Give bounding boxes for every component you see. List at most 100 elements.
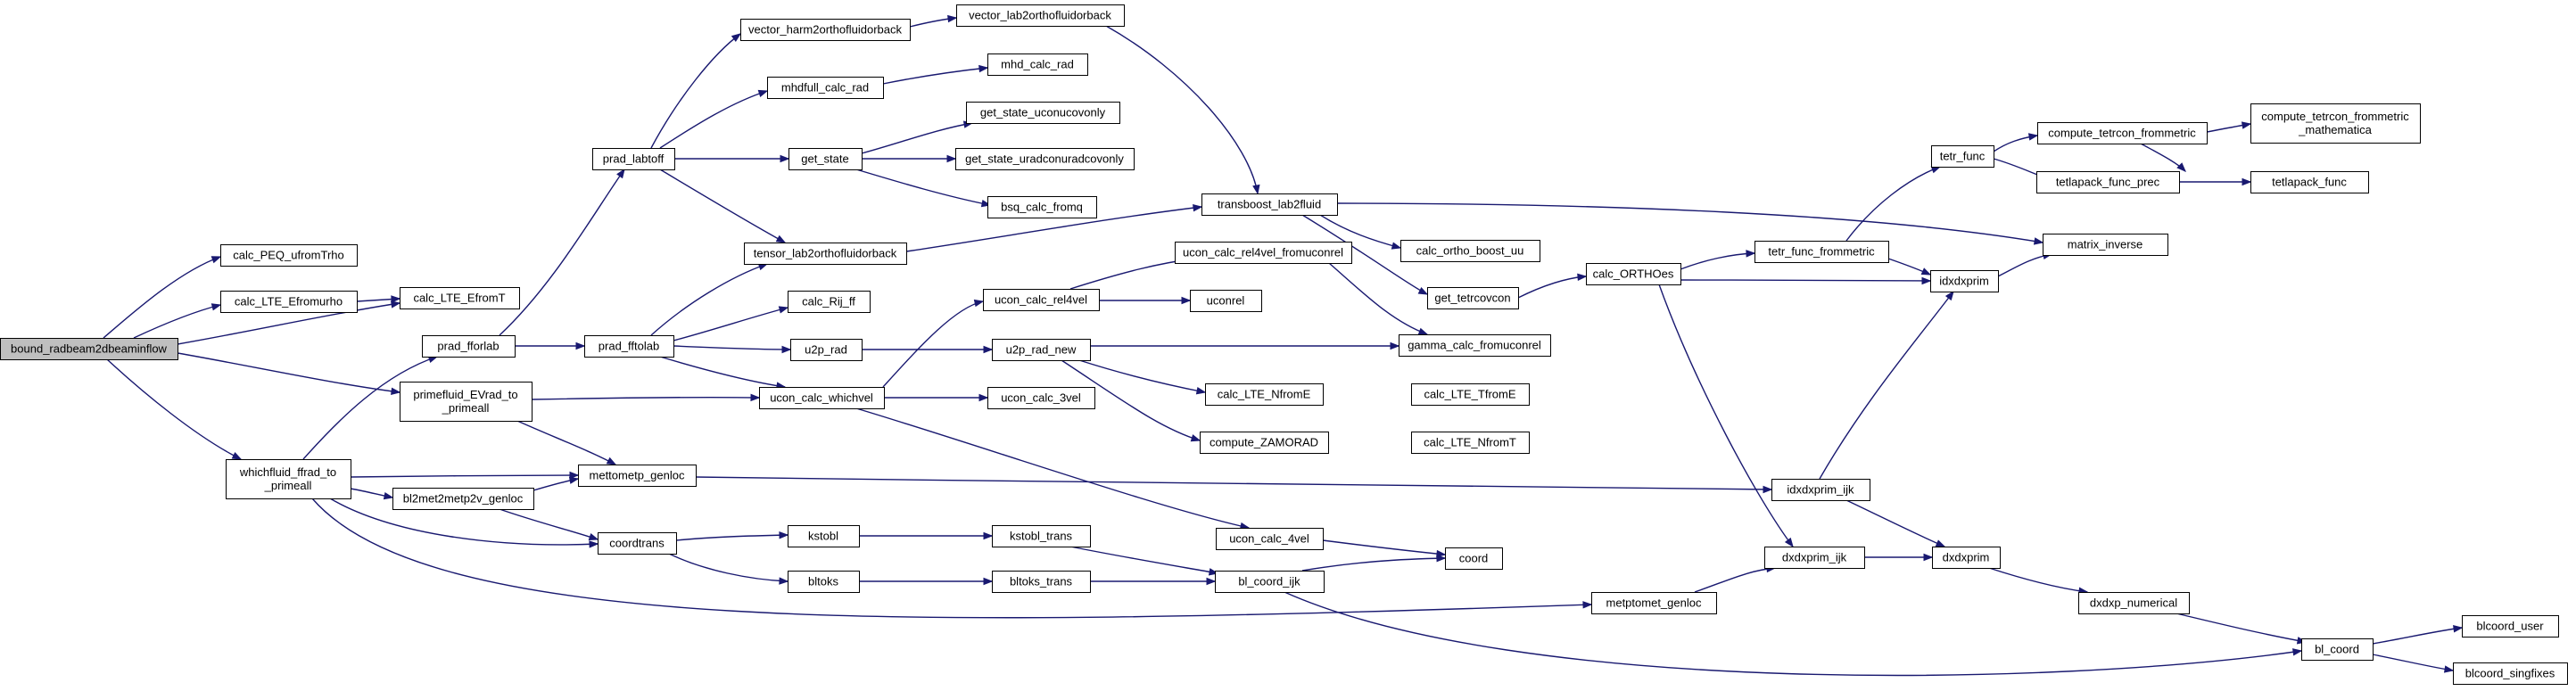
node-box: [1411, 383, 1530, 406]
node-gamma[interactable]: gamma_calc_fromuconrel: [1399, 334, 1551, 357]
node-ucon-4vel[interactable]: ucon_calc_4vel: [1216, 528, 1324, 550]
arrowhead: [1921, 276, 1932, 285]
node-bltoks-trans[interactable]: bltoks_trans: [992, 571, 1091, 593]
node-label: gamma_calc_fromuconrel: [1408, 339, 1541, 352]
node-label: bound_radbeam2dbeaminflow: [11, 342, 168, 356]
node-dxdxp-numerical[interactable]: dxdxp_numerical: [2078, 592, 2190, 614]
node-calc-peq[interactable]: calc_PEQ_ufromTrho: [220, 244, 358, 267]
arrowhead: [606, 457, 617, 465]
node-tetlapack-prec[interactable]: tetlapack_func_prec: [2036, 171, 2180, 193]
node-mhd-calc-rad[interactable]: mhd_calc_rad: [987, 53, 1088, 76]
node-label: ucon_calc_3vel: [1001, 391, 1081, 405]
node-u2p-rad[interactable]: u2p_rad: [790, 339, 863, 361]
node-blcoord-user[interactable]: blcoord_user: [2462, 615, 2559, 638]
node-bl-coord-ijk[interactable]: bl_coord_ijk: [1215, 571, 1325, 593]
edge-line: [1105, 25, 1259, 194]
node-calc-rij[interactable]: calc_Rij_ff: [788, 291, 871, 313]
node-metptomet[interactable]: metptomet_genloc: [1591, 592, 1717, 614]
edge-line: [1845, 166, 1941, 242]
node-vector-lab[interactable]: vector_lab2orthofluidorback: [956, 4, 1125, 27]
node-tetr-func-from[interactable]: tetr_func_frommetric: [1754, 241, 1889, 263]
node-coord[interactable]: coord: [1445, 547, 1503, 570]
node-box: [955, 148, 1135, 170]
node-prad-labtoff[interactable]: prad_labtoff: [592, 148, 675, 170]
node-get-state-urad[interactable]: get_state_uradconuradcovonly: [955, 148, 1135, 170]
edge-bltoks_trans-to-bl_coord_ijk: [1090, 577, 1217, 586]
node-prad-fforlab[interactable]: prad_fforlab: [422, 335, 516, 358]
node-bltoks[interactable]: bltoks: [788, 571, 860, 593]
node-primefluid[interactable]: primefluid_EVrad_to_primeall: [400, 382, 533, 422]
arrowhead: [211, 256, 222, 264]
node-ucon-3vel[interactable]: ucon_calc_3vel: [987, 387, 1095, 409]
node-whichfluid[interactable]: whichfluid_ffrad_to_primeall: [226, 459, 351, 499]
node-box: [226, 459, 351, 499]
node-label: dxdxp_numerical: [2090, 596, 2177, 610]
edge-root-to-calc_lte_efromt: [177, 300, 401, 345]
node-vector-harm[interactable]: vector_harm2orthofluidorback: [740, 19, 911, 41]
arrowhead: [568, 476, 580, 484]
node-get-state-ucon[interactable]: get_state_uconucovonly: [966, 102, 1120, 124]
node-compute-zamorad[interactable]: compute_ZAMORAD: [1200, 432, 1329, 454]
node-bl-coord[interactable]: bl_coord: [2301, 638, 2374, 661]
node-coordtrans[interactable]: coordtrans: [598, 532, 677, 555]
node-get-tetrcovcon[interactable]: get_tetrcovcon: [1427, 287, 1519, 309]
node-tensor-lab[interactable]: tensor_lab2orthofluidorback: [744, 243, 907, 265]
node-label: bltoks: [808, 575, 838, 588]
edge-kstobl-to-kstobl_trans: [859, 531, 994, 540]
node-box: [1175, 242, 1352, 264]
node-box: [1764, 547, 1865, 569]
node-dxdxprim-ijk[interactable]: dxdxprim_ijk: [1764, 547, 1865, 569]
node-calc-lte-nfrome[interactable]: calc_LTE_NfromE: [1205, 383, 1324, 406]
edge-bl2met-to-mettometp: [533, 476, 580, 491]
node-ucon-rel4vel-from[interactable]: ucon_calc_rel4vel_fromuconrel: [1175, 242, 1352, 264]
node-tetr-func[interactable]: tetr_func: [1931, 145, 1994, 168]
node-idxdxprim-ijk[interactable]: idxdxprim_ijk: [1771, 479, 1870, 501]
node-calc-lte-nfromt[interactable]: calc_LTE_NfromT: [1411, 432, 1530, 454]
edge-line: [1301, 557, 1446, 572]
edge-u2p_rad_new-to-gamma: [1089, 341, 1400, 350]
node-label: ucon_calc_rel4vel: [995, 293, 1087, 307]
node-box: [2043, 234, 2168, 256]
node-box: [1754, 241, 1889, 263]
node-label: dxdxprim: [1943, 551, 1990, 564]
node-uconrel[interactable]: uconrel: [1190, 290, 1262, 312]
edge-root-to-calc_lte_efromurho: [133, 303, 222, 339]
node-mhdfull[interactable]: mhdfull_calc_rad: [767, 77, 884, 99]
node-label: primefluid_EVrad_to: [413, 388, 517, 401]
node-calc-orthoes[interactable]: calc_ORTHOes: [1586, 263, 1681, 285]
node-calc-ortho-boost[interactable]: calc_ortho_boost_uu: [1400, 240, 1540, 262]
arrowhead: [779, 531, 789, 539]
node-ucon-rel4vel[interactable]: ucon_calc_rel4vel: [983, 289, 1100, 311]
node-root[interactable]: bound_radbeam2dbeaminflow: [0, 338, 178, 360]
node-compute-tetrcon[interactable]: compute_tetrcon_frommetric: [2037, 122, 2208, 144]
node-tetlapack[interactable]: tetlapack_func: [2250, 171, 2369, 193]
node-label: calc_ortho_boost_uu: [1416, 244, 1524, 258]
node-box: [992, 339, 1091, 361]
node-get-state[interactable]: get_state: [788, 148, 863, 170]
node-label: calc_PEQ_ufromTrho: [233, 249, 344, 262]
node-mettometp[interactable]: mettometp_genloc: [578, 465, 697, 487]
node-calc-lte-efromt[interactable]: calc_LTE_EfromT: [400, 287, 520, 309]
node-ucon-whichvel[interactable]: ucon_calc_whichvel: [759, 387, 885, 409]
node-label: coordtrans: [609, 537, 665, 550]
node-calc-lte-efromurho[interactable]: calc_LTE_Efromurho: [220, 291, 358, 313]
arrowhead: [1190, 434, 1201, 442]
node-bsq[interactable]: bsq_calc_fromq: [987, 196, 1097, 218]
node-kstobl-trans[interactable]: kstobl_trans: [992, 525, 1091, 547]
node-idxdxprim[interactable]: idxdxprim: [1930, 270, 1999, 292]
arrowhead: [616, 168, 625, 179]
node-u2p-rad-new[interactable]: u2p_rad_new: [992, 339, 1091, 361]
node-calc-lte-tfrome[interactable]: calc_LTE_TfromE: [1411, 383, 1530, 406]
node-matrix-inverse[interactable]: matrix_inverse: [2043, 234, 2168, 256]
node-bl2met[interactable]: bl2met2metp2v_genloc: [392, 488, 534, 510]
node-blcoord-singfixes[interactable]: blcoord_singfixes: [2453, 662, 2568, 685]
edge-bl2met-to-coordtrans: [499, 508, 599, 541]
node-dxdxprim[interactable]: dxdxprim: [1932, 547, 2001, 569]
node-prad-fftolab[interactable]: prad_fftolab: [584, 335, 674, 358]
node-compute-tetrcon-math[interactable]: compute_tetrcon_frommetric_mathematica: [2250, 103, 2421, 144]
node-label: compute_ZAMORAD: [1210, 436, 1318, 449]
node-transboost[interactable]: transboost_lab2fluid: [1201, 193, 1338, 216]
node-box: [1586, 263, 1681, 285]
node-kstobl[interactable]: kstobl: [788, 525, 860, 547]
edge-compute_tetrcon-to-compute_tetrcon_math: [2206, 121, 2252, 133]
